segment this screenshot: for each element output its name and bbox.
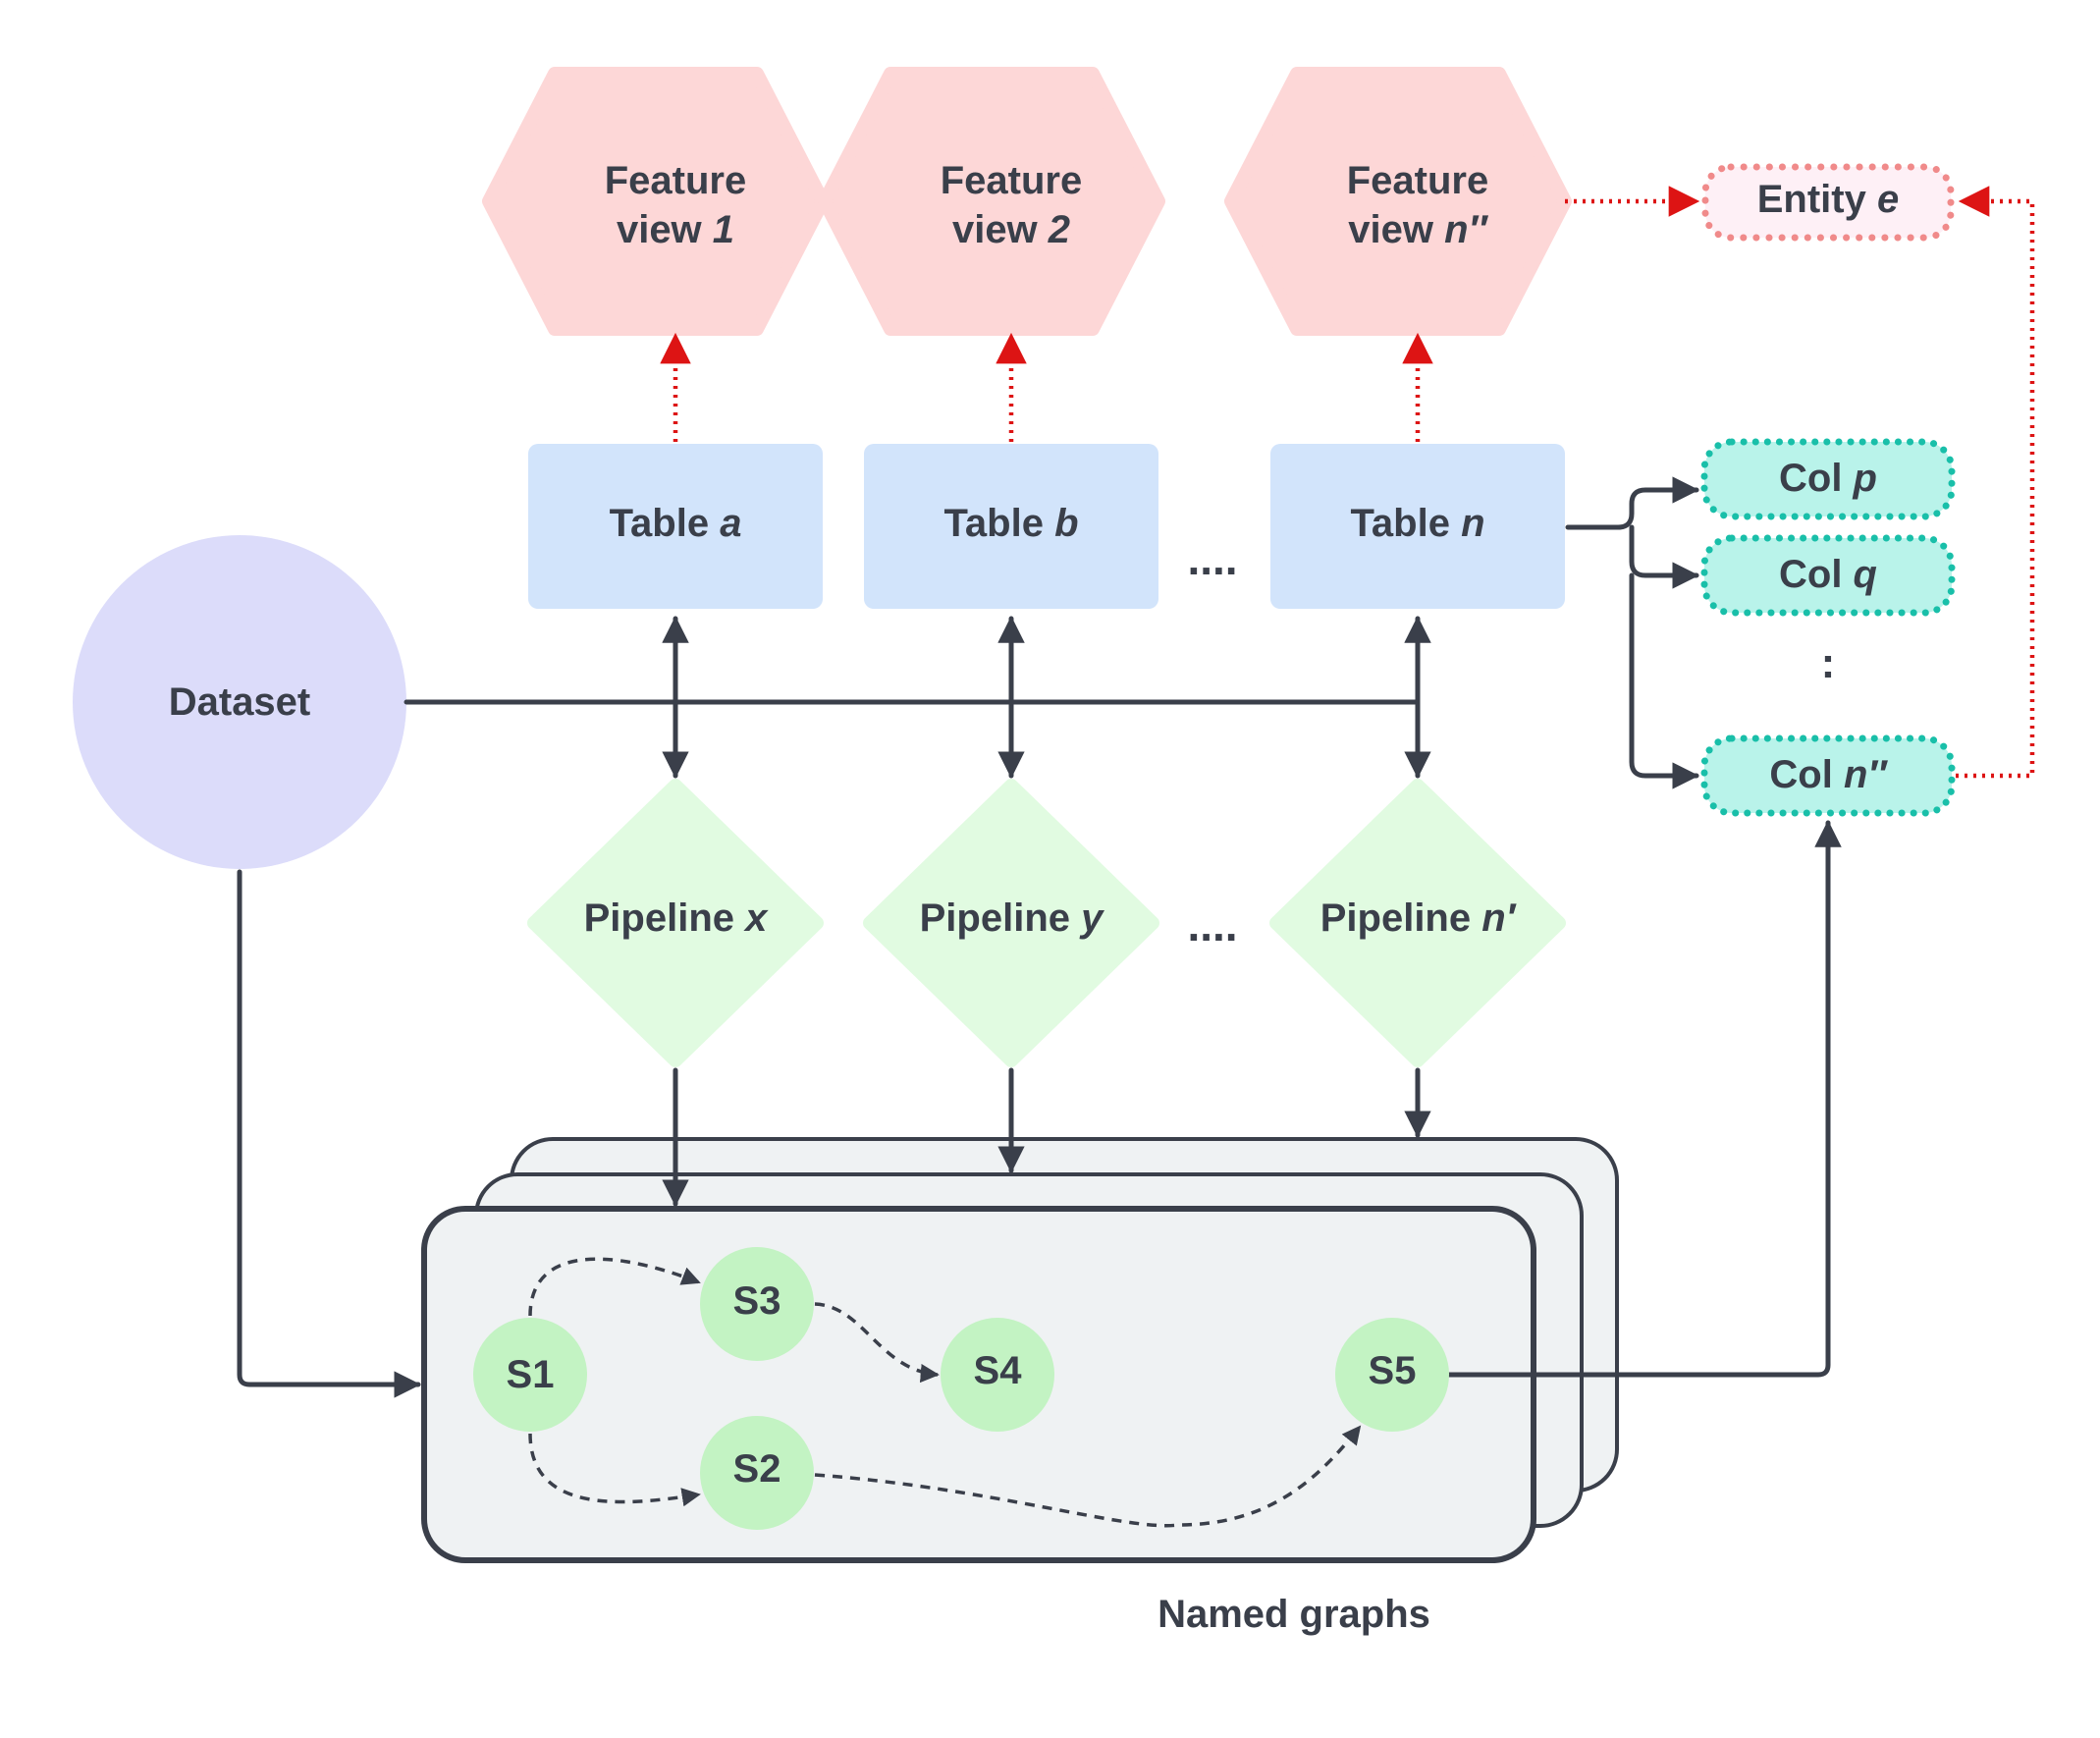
column-q-label: Col q	[1779, 553, 1877, 596]
dark-connectors	[237, 476, 1842, 1398]
column-p: Col p	[1700, 438, 1956, 520]
named-graphs-caption: Named graphs	[1158, 1593, 1430, 1636]
red-dotted-connectors	[660, 186, 2035, 779]
feature-view-2-line1: Feature	[941, 159, 1083, 202]
edge-dataset-to-graph	[237, 869, 421, 1398]
state-s1: S1	[473, 1318, 587, 1432]
state-s4-label: S4	[974, 1349, 1023, 1392]
column-q: Col q	[1700, 534, 1956, 617]
pipeline-n: Pipeline n′	[1269, 779, 1566, 1067]
feature-view-n-line1: Feature	[1347, 159, 1489, 202]
edge-s3-to-s4	[814, 1302, 940, 1384]
table-b-label: Table b	[943, 502, 1078, 545]
column-p-label: Col p	[1779, 457, 1877, 500]
edge-table-n-to-column-p	[1565, 476, 1699, 530]
entity-node: Entity e	[1701, 163, 1955, 242]
feature-view-2: Feature view 2	[818, 67, 1165, 336]
edge-s5-to-column-n	[1446, 820, 1842, 1378]
state-s4: S4	[941, 1318, 1054, 1432]
pipeline-y-label: Pipeline y	[920, 896, 1105, 940]
feature-view-n-line2: view n″	[1348, 208, 1488, 251]
pipeline-y: Pipeline y	[863, 779, 1159, 1067]
feature-view-2-line2: view 2	[952, 208, 1070, 251]
pipeline-x: Pipeline x	[527, 779, 824, 1067]
dataset-node: Dataset	[73, 535, 406, 869]
edge-s1-to-s2	[528, 1433, 701, 1507]
pipelines-ellipsis: ....	[1187, 899, 1237, 950]
state-s1-label: S1	[507, 1353, 555, 1396]
tables-ellipsis: ....	[1187, 533, 1237, 584]
edge-s2-to-s5	[814, 1425, 1362, 1528]
state-transitions	[528, 1257, 1362, 1528]
feature-view-n: Feature view n″	[1224, 67, 1572, 336]
edge-table-n-to-column-q	[1629, 524, 1699, 589]
column-n-label: Col n″	[1769, 753, 1888, 796]
table-b: Table b	[864, 444, 1158, 609]
entity-label: Entity e	[1757, 178, 1899, 221]
state-s3-label: S3	[733, 1279, 781, 1323]
state-s2-label: S2	[733, 1447, 781, 1491]
pipeline-n-label: Pipeline n′	[1320, 896, 1518, 940]
table-a: Table a	[528, 444, 823, 609]
state-s2: S2	[700, 1416, 814, 1530]
state-s3: S3	[700, 1247, 814, 1361]
edge-s1-to-s3	[528, 1257, 701, 1317]
edge-table-n-to-column-n	[1629, 572, 1699, 789]
feature-view-1-line1: Feature	[605, 159, 747, 202]
table-n: Table n	[1270, 444, 1565, 609]
table-n-label: Table n	[1350, 502, 1484, 545]
state-s5: S5	[1335, 1318, 1449, 1432]
columns-ellipsis: :	[1821, 639, 1836, 687]
feature-view-1: Feature view 1	[482, 67, 830, 336]
feature-view-1-line2: view 1	[617, 208, 734, 251]
state-s5-label: S5	[1369, 1349, 1417, 1392]
dataset-label: Dataset	[169, 680, 311, 724]
table-a-label: Table a	[610, 502, 742, 545]
column-n: Col n″	[1700, 734, 1956, 817]
edge-column-n-to-entity	[1956, 186, 2035, 779]
pipeline-x-label: Pipeline x	[584, 896, 770, 940]
